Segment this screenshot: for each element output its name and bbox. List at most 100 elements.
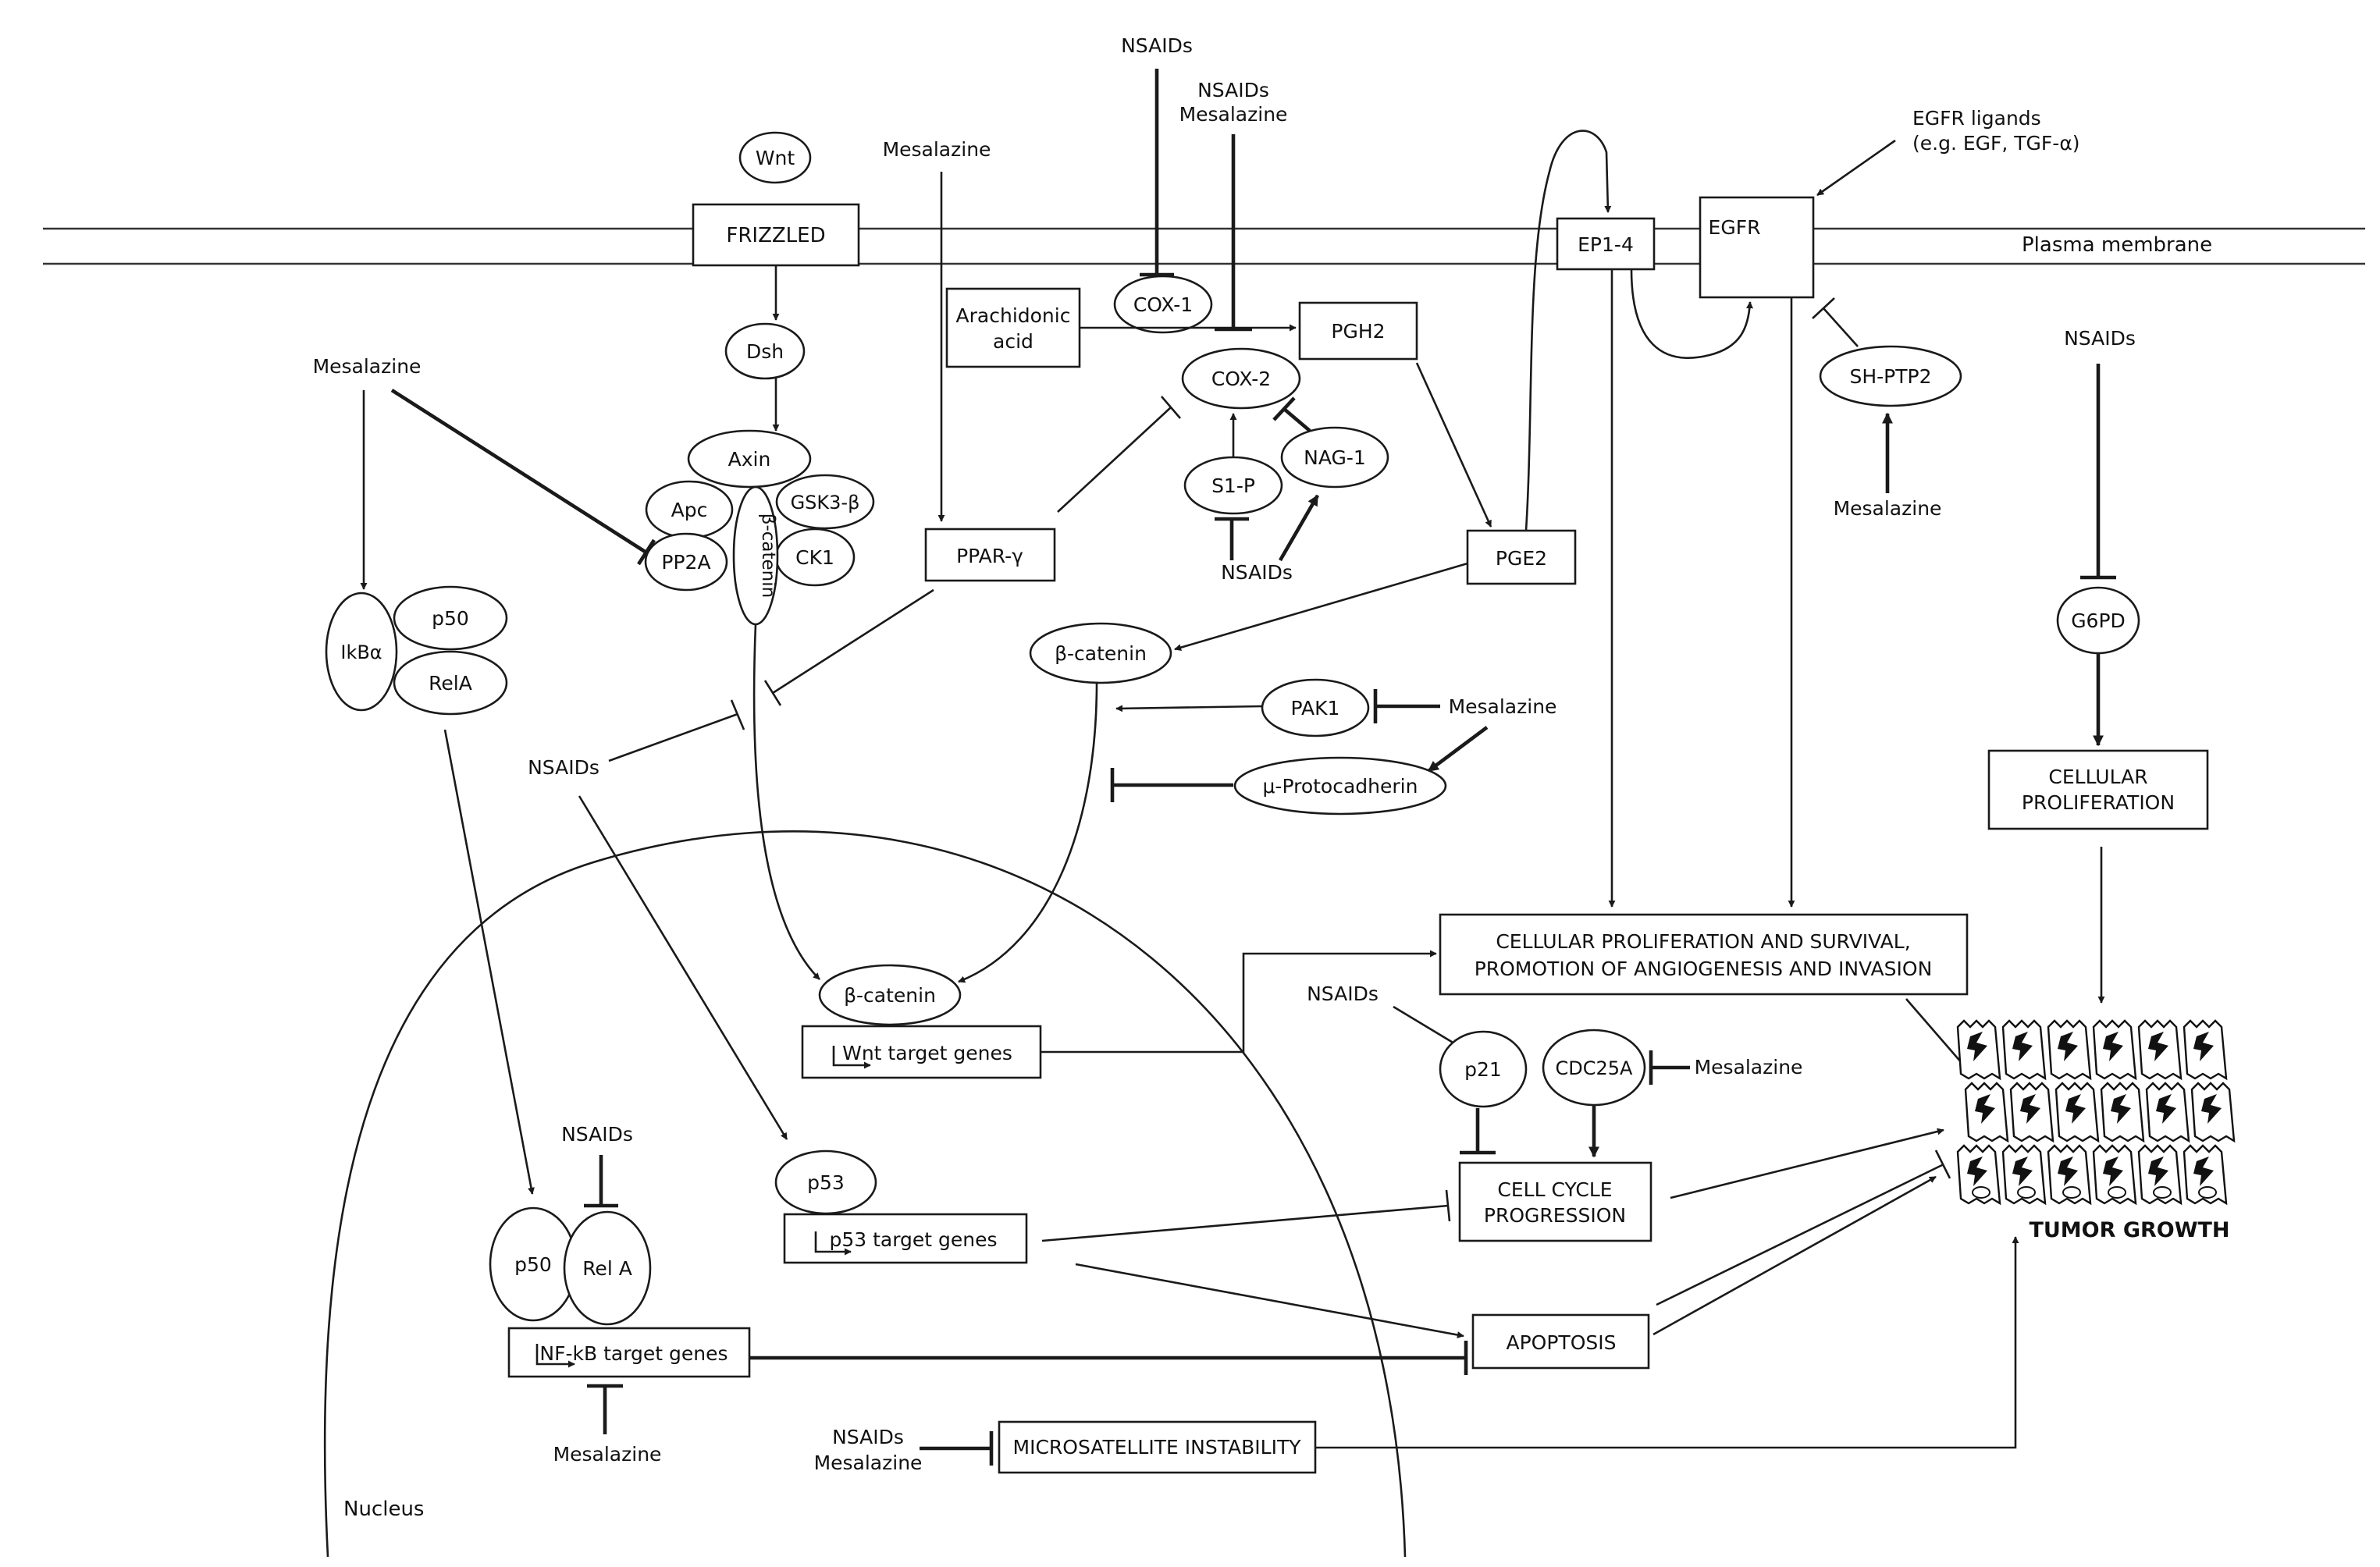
arachidonic-label-1: Arachidonic [956,304,1071,327]
tumor-cell-nucleus [2058,1157,2078,1186]
nfkb-target-genes-box [507,1327,751,1378]
nfkb-translocation-arrow [443,729,535,1195]
ppar-inhibits-beta-catenin [772,588,934,695]
egfr-label: EGFR [1709,216,1761,239]
pge2-to-beta-catenin-arrow [1174,562,1468,652]
egfr-ligands-label-1: EGFR ligands [1912,107,2041,130]
pp2a-label: PP2A [661,551,710,574]
mesalazine-left-label: Mesalazine [313,355,422,378]
mesalazine-nfkb-label: Mesalazine [553,1443,662,1466]
beta-catenin-cyto-node [1029,622,1172,684]
pak1-to-beta-catenin-arrow [1115,705,1263,712]
cellular-proliferation-label-2: PROLIFERATION [2022,791,2175,814]
beta-catenin-complex-to-nucleus-arrow [752,624,820,980]
ep14-label: EP1-4 [1578,233,1634,256]
nsaids-nfkb-label: NSAIDs [561,1123,633,1146]
ck1-label: CK1 [795,546,834,569]
rela-cyto-label: RelA [429,672,472,695]
arachidonic-label-2: acid [993,330,1033,353]
nsaids-inhibits-beta-catenin-path [608,712,738,762]
tumor-cell-nucleus [2193,1157,2214,1186]
wnt-node [738,131,812,184]
tumor-cell-vesicle [2198,1186,2217,1199]
ppar-inhibits-cox2 [1057,407,1172,513]
pgh2-to-pge2-arrow [1415,362,1492,528]
ikba-node [325,592,398,712]
egfr-ligands-to-egfr-arrow [1816,139,1896,197]
mesalazine-msi-label: Mesalazine [814,1452,923,1474]
apoptosis-label: APOPTOSIS [1507,1331,1617,1354]
tumor-cell-vesicle [2108,1186,2126,1199]
egfr-node [1699,196,1815,299]
beta-catenin-nuclear-label: β-catenin [844,984,936,1007]
wnt-promoter-arrow [832,1046,871,1069]
tumor-cell-vesicle [2062,1186,2081,1199]
cdc25a-label: CDC25A [1556,1057,1634,1079]
shptp2-node [1819,345,1962,407]
tumor-cell-nucleus [2111,1094,2131,1124]
tumor-cell-nucleus [2148,1032,2168,1061]
mesalazine-to-protocadherin-arrow [1427,726,1489,773]
mesalazine-cdc25a-label: Mesalazine [1695,1056,1803,1078]
mesalazine-ppar-label: Mesalazine [883,138,991,161]
tumor-cell-nucleus [2148,1157,2168,1186]
wnt-target-to-proliferation-arrow [1041,950,1437,1054]
g6pd-node [2056,586,2140,655]
nsaids-left-label: NSAIDs [528,756,599,779]
beta-catenin-cyto-to-nucleus-arrow [958,683,1098,983]
proliferation-survival-label-2: PROMOTION OF ANGIOGENESIS AND INVASION [1475,958,1933,980]
dsh-node [724,322,806,380]
mesalazine-inhibits-pp2a-bar [637,538,656,566]
rela-nuclear-label: Rel A [582,1257,632,1280]
tumor-cell-nucleus [2020,1094,2040,1124]
nfkb-target-genes-label: NF-kB target genes [539,1342,728,1365]
tumor-cell-nucleus [2012,1157,2033,1186]
cell-cycle-box [1458,1161,1652,1242]
beta-catenin-complex-label: β-catenin [758,513,778,598]
mu-protocadherin-label: μ-Protocadherin [1263,775,1418,798]
p50-cyto-label: p50 [432,607,469,630]
apoptosis-to-tumor-arrow [1652,1175,1937,1336]
arachidonic-acid-node [945,287,1081,368]
rela-cyto-node [393,650,508,716]
tumor-cell-nucleus [2058,1032,2078,1061]
cellular-proliferation-label-1: CELLULAR [2048,766,2147,788]
pgh2-node [1298,301,1418,361]
pge2-node [1466,529,1577,585]
ep14-node [1556,217,1656,271]
tumor-cell-vesicle [2017,1186,2036,1199]
proliferation-to-tumor-arrow [1905,998,1968,1070]
microsatellite-box [998,1420,1317,1474]
p21-label: p21 [1464,1058,1502,1081]
pge2-to-ep14-arrow [1524,130,1612,531]
p53-target-genes-label: p53 target genes [829,1228,997,1251]
cox1-label: COX-1 [1133,293,1193,316]
tumor-cell-nucleus [2193,1032,2214,1061]
gsk3b-node [775,474,875,530]
pp2a-node [644,532,728,592]
nsaids-cox2-label-1: NSAIDs [1197,79,1269,101]
ppar-gamma-label: PPAR-γ [956,545,1023,567]
mu-protocadherin-node [1233,756,1447,815]
proliferation-survival-box [1439,913,1969,996]
tumor-cell-nucleus [2201,1094,2222,1124]
mesalazine-inhibits-pp2a [390,389,648,554]
p53-target-genes-box [783,1213,1028,1264]
plasma-membrane-label: Plasma membrane [2022,233,2212,257]
nag1-inhibits-cox2-bar [1272,396,1296,421]
mesalazine-pak1-label: Mesalazine [1449,695,1557,718]
shptp2-label: SH-PTP2 [1849,365,1931,388]
rela-nuclear-node [563,1210,652,1326]
nsaids-cox1-label: NSAIDs [1121,34,1193,57]
cellular-proliferation-box [1987,749,2209,830]
p50-cyto-node [393,585,508,651]
tumor-cell-nucleus [2103,1157,2123,1186]
nsaids-s1p-label: NSAIDs [1221,561,1293,584]
shptp2-inhibits-egfr-bar [1812,297,1835,319]
p53-to-apoptosis-arrow [1075,1263,1464,1338]
gsk3b-label: GSK3-β [791,492,860,513]
beta-catenin-nuclear-node [818,964,962,1026]
tumor-cell-nucleus [1967,1157,1987,1186]
nag1-label: NAG-1 [1304,446,1366,469]
